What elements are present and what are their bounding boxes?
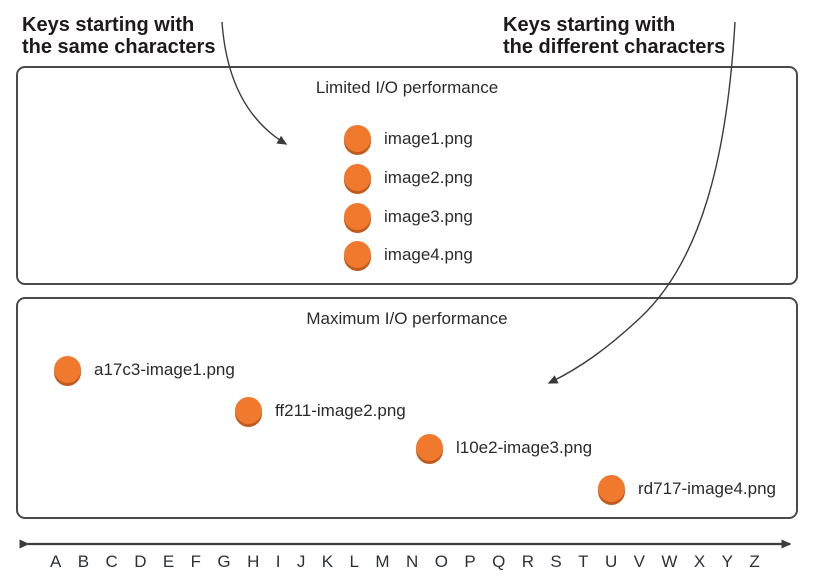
axis-letter: R <box>521 552 534 571</box>
axis-letter: M <box>375 552 390 571</box>
object-dot-icon <box>344 125 371 152</box>
different-keys-annotation: Keys starting with the different charact… <box>503 14 725 59</box>
axis-letter: V <box>633 552 645 571</box>
list-item: ff211-image2.png <box>235 397 406 424</box>
object-key-label: image2.png <box>384 167 473 187</box>
list-item: image2.png <box>344 164 473 191</box>
object-dot-icon <box>344 241 371 268</box>
axis-letter: Y <box>721 552 733 571</box>
axis-letter: A <box>50 552 62 571</box>
axis-letter: L <box>349 552 360 571</box>
limited-io-panel-title: Limited I/O performance <box>315 78 499 97</box>
axis-letter: K <box>321 552 334 571</box>
object-key-label: rd717-image4.png <box>638 478 776 498</box>
object-key-label: image1.png <box>384 128 473 148</box>
axis-letter: P <box>464 552 476 571</box>
list-item: rd717-image4.png <box>598 475 776 502</box>
axis-letter: X <box>693 552 706 571</box>
axis-letter: S <box>550 552 562 571</box>
same-keys-annotation-line2: the same characters <box>22 36 216 59</box>
maximum-io-panel: Maximum I/O performance a17c3-image1.png… <box>16 297 798 519</box>
object-dot-icon <box>235 397 262 424</box>
alphabet-axis: A B C D E F G H I J K L M N O P Q R S T … <box>50 552 760 572</box>
list-item: image3.png <box>344 203 473 230</box>
maximum-io-panel-title: Maximum I/O performance <box>306 309 508 328</box>
different-keys-annotation-line2: the different characters <box>503 36 726 59</box>
axis-letter: C <box>105 552 118 571</box>
same-keys-annotation-line1: Keys starting with <box>22 14 195 36</box>
object-dot-icon <box>344 164 371 191</box>
object-dot-icon <box>598 475 625 502</box>
object-dot-icon <box>416 434 443 461</box>
list-item: a17c3-image1.png <box>54 356 235 383</box>
object-key-label: ff211-image2.png <box>275 400 406 420</box>
axis-letter: W <box>661 552 678 571</box>
axis-letter: D <box>134 552 147 571</box>
list-item: l10e2-image3.png <box>416 434 592 461</box>
object-dot-icon <box>54 356 81 383</box>
list-item: image4.png <box>344 241 473 268</box>
axis-letter: N <box>406 552 419 571</box>
list-item: image1.png <box>344 125 473 152</box>
object-key-label: image4.png <box>384 244 473 264</box>
limited-io-panel: Limited I/O performance image1.png image… <box>16 66 798 285</box>
axis-letter: F <box>190 552 202 571</box>
axis-letter: I <box>275 552 281 571</box>
object-key-label: image3.png <box>384 206 473 226</box>
same-keys-annotation: Keys starting with the same characters <box>22 14 215 59</box>
axis-letter: O <box>434 552 448 571</box>
axis-letter: H <box>247 552 260 571</box>
axis-letter: E <box>162 552 175 571</box>
different-keys-annotation-line1: Keys starting with <box>503 14 676 36</box>
axis-letter: G <box>217 552 231 571</box>
axis-letter: B <box>77 552 90 571</box>
axis-letter: U <box>604 552 618 571</box>
axis-letter: J <box>296 552 306 571</box>
object-key-label: a17c3-image1.png <box>94 359 235 379</box>
axis-letter: Q <box>492 552 506 571</box>
object-dot-icon <box>344 203 371 230</box>
axis-letter: Z <box>749 552 760 571</box>
object-key-label: l10e2-image3.png <box>456 437 593 457</box>
axis-letter: T <box>578 552 589 571</box>
